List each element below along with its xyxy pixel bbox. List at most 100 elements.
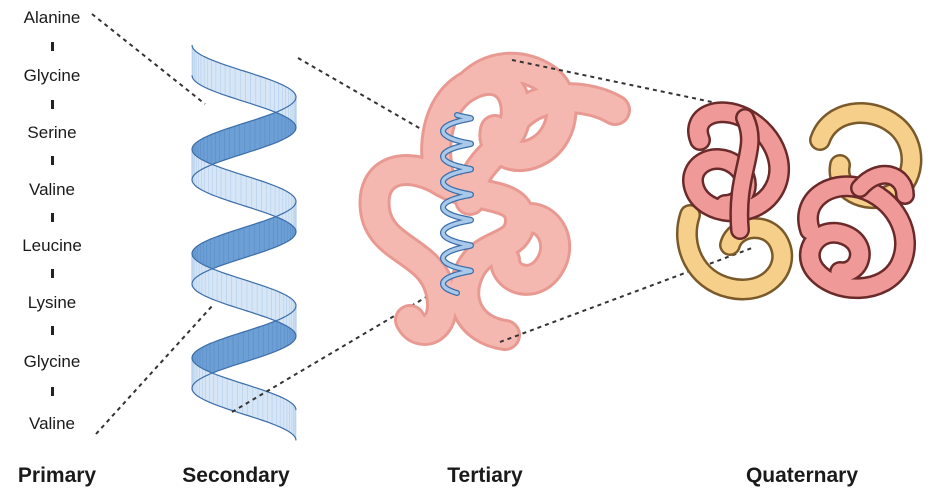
helix-front-segment <box>257 284 262 316</box>
helix-front-segment <box>230 67 235 99</box>
helix-front-segment <box>266 78 271 110</box>
helix-front-segment <box>271 184 275 216</box>
helix-front-segment <box>263 390 268 422</box>
helix-front-segment <box>271 289 275 321</box>
helix-back-segment <box>211 237 215 269</box>
helix-front-segment <box>280 397 284 429</box>
helix-back-segment <box>223 337 228 369</box>
helix-front-segment <box>204 57 208 89</box>
red-subunit-left <box>693 112 779 230</box>
helix-back-segment <box>214 340 218 372</box>
helix-front-segment <box>202 369 205 401</box>
top-connector-line <box>92 14 205 104</box>
helix-back-segment <box>215 236 219 268</box>
peptide-bond <box>51 269 54 278</box>
peptide-bond <box>51 100 54 109</box>
helix-front-segment <box>201 159 204 191</box>
helix-front-segment <box>262 286 267 318</box>
amino-acid-label: Leucine <box>0 236 107 256</box>
helix-back-segment <box>273 216 277 248</box>
helix-back-segment <box>238 332 243 364</box>
helix-back-segment <box>277 319 281 351</box>
helix-front-segment <box>275 186 279 218</box>
helix-front-segment <box>199 262 202 294</box>
helix-front-segment <box>221 168 226 200</box>
helix-back-segment <box>244 226 249 258</box>
peptide-bond <box>51 156 54 165</box>
helix-front-segment <box>201 55 204 87</box>
helix-back-segment <box>233 334 238 366</box>
helix-front-segment <box>246 176 251 208</box>
helix-back-segment <box>220 130 225 162</box>
helix-front-segment <box>242 279 247 311</box>
helix-front-segment <box>231 171 236 203</box>
helix-front-segment <box>236 173 241 205</box>
helix-front-segment <box>217 166 222 198</box>
helix-front-segment <box>237 277 242 309</box>
helix-front-segment <box>276 395 280 427</box>
helix-back-segment <box>228 335 233 367</box>
helix-front-segment <box>256 75 261 107</box>
helix-back-segment <box>249 224 254 256</box>
helix-back-segment <box>260 116 265 148</box>
helix-back-segment <box>240 123 245 155</box>
helix-front-segment <box>225 65 230 97</box>
helix-back-segment <box>207 135 211 167</box>
alpha-helix-ribbon <box>192 45 296 440</box>
helix-front-segment <box>251 73 256 105</box>
helix-back-segment <box>224 232 229 264</box>
helix-back-segment <box>269 218 273 250</box>
helix-front-segment <box>287 296 290 328</box>
amino-acid-label: Valine <box>0 414 107 434</box>
helix-front-segment <box>261 181 266 213</box>
peptide-bond <box>51 326 54 335</box>
helix-front-segment <box>287 400 290 432</box>
tertiary-fold <box>375 68 615 335</box>
helix-front-segment <box>235 68 240 100</box>
helix-front-segment <box>237 382 242 414</box>
amino-acid-label: Serine <box>0 123 107 143</box>
helix-back-segment <box>248 329 253 361</box>
helix-front-segment <box>256 179 261 211</box>
helix-front-segment <box>283 189 286 221</box>
helix-front-segment <box>252 282 257 314</box>
helix-front-segment <box>216 62 221 94</box>
helix-front-segment <box>227 378 232 410</box>
amino-acid-label: Lysine <box>0 293 107 313</box>
helix-front-segment <box>199 158 202 190</box>
helix-front-segment <box>220 63 225 95</box>
helix-back-segment <box>259 221 264 253</box>
helix-back-segment <box>270 113 274 145</box>
helix-front-segment <box>286 86 289 118</box>
helix-back-segment <box>234 229 239 261</box>
helix-front-segment <box>290 402 292 434</box>
helix-front-segment <box>286 191 289 223</box>
helix-back-segment <box>218 339 223 371</box>
helix-front-segment <box>212 164 216 196</box>
helix-front-segment <box>266 183 271 215</box>
helix-back-segment <box>254 327 259 359</box>
helix-front-segment <box>209 267 213 299</box>
helix-front-segment <box>276 291 280 323</box>
helix-front-segment <box>199 367 202 399</box>
helix-back-segment <box>259 325 264 357</box>
helix-front-segment <box>268 392 273 424</box>
peptide-bond <box>51 387 54 396</box>
helix-back-segment <box>268 322 272 354</box>
helix-front-segment <box>232 380 237 412</box>
helix-back-segment <box>219 234 224 266</box>
helix-back-segment <box>273 320 277 352</box>
helix-front-segment <box>208 163 212 195</box>
helix-front-segment <box>267 287 272 319</box>
helix-front-segment <box>209 372 213 404</box>
level-label-primary: Primary <box>0 463 157 489</box>
helix-front-segment <box>270 80 274 112</box>
helix-front-segment <box>208 58 212 90</box>
helix-front-segment <box>253 387 258 419</box>
peptide-bond <box>51 213 54 222</box>
helix-front-segment <box>240 70 245 102</box>
level-label-secondary: Secondary <box>136 463 336 489</box>
helix-back-segment <box>274 111 278 143</box>
top-connector-line <box>298 58 440 140</box>
